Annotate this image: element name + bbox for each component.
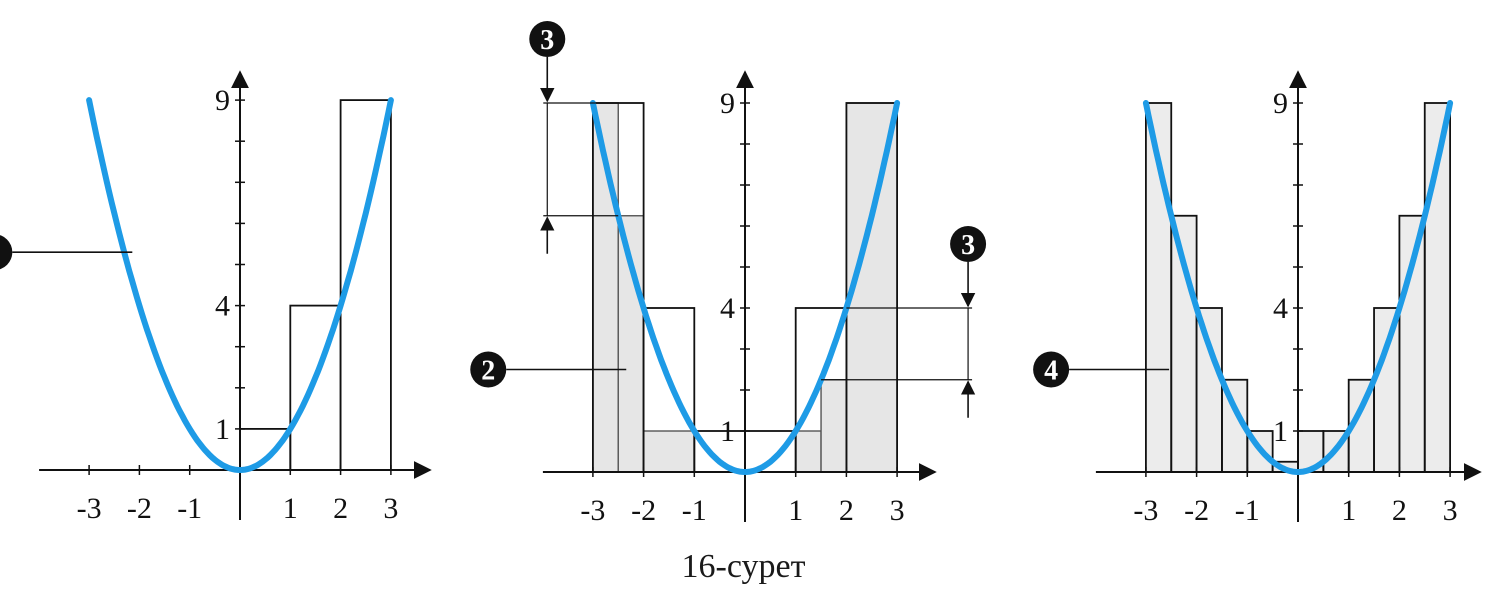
y-tick-label: 4	[720, 292, 735, 325]
marker-badge-label: 1	[0, 238, 1, 269]
y-tick-label: 9	[215, 84, 230, 117]
x-tick-label: -1	[682, 494, 707, 527]
marker-badge	[0, 235, 13, 270]
marker-badge	[470, 351, 507, 388]
marker-badge-label: 4	[1044, 356, 1058, 387]
parabola-curve	[86, 97, 394, 474]
x-tick-label: -3	[580, 494, 605, 527]
x-tick-label: 2	[333, 492, 348, 525]
approximation-rectangle	[239, 427, 292, 471]
figure-caption: 16-сурет	[681, 548, 806, 585]
x-tick-label: -1	[177, 492, 202, 525]
x-tick-label: -2	[127, 492, 152, 525]
y-tick-label: 1	[1273, 415, 1288, 448]
x-tick-label: 3	[890, 494, 905, 527]
shaded-rectangle	[795, 430, 822, 473]
marker-badge	[529, 21, 566, 57]
marker-badge	[950, 226, 987, 262]
x-tick-label: 2	[839, 494, 854, 527]
marker-badge-label: 3	[540, 25, 554, 56]
x-tick-label: 1	[788, 494, 803, 527]
x-tick-label: -3	[77, 492, 102, 525]
x-tick-label: -2	[1184, 494, 1209, 527]
marker-badge	[1033, 351, 1070, 388]
y-tick-label: 9	[1273, 87, 1288, 120]
x-tick-label: 1	[283, 492, 298, 525]
y-tick-label: 4	[215, 290, 230, 323]
marker-badge-label: 2	[481, 356, 495, 387]
shaded-rectangle	[642, 430, 695, 473]
panel-2-graph: -3 -2 -1 1 2 3 1 4 9 2 3 3	[470, 21, 987, 527]
y-tick-label: 1	[215, 413, 230, 446]
rectangle-fill	[1374, 308, 1400, 472]
panel-1-graph: -3 -2 -1 1 2 3 1 4 9 1	[0, 70, 432, 525]
x-tick-label: 3	[1443, 494, 1458, 527]
y-tick-label: 1	[720, 415, 735, 448]
shaded-rectangle	[820, 379, 848, 473]
x-tick-label: 1	[1341, 494, 1356, 527]
y-tick-label: 9	[720, 87, 735, 120]
x-tick-label: -1	[1235, 494, 1260, 527]
parabola-curve	[1142, 100, 1454, 476]
rectangle-fill	[1196, 308, 1222, 472]
x-tick-label: 3	[383, 492, 398, 525]
x-tick-label: 2	[1392, 494, 1407, 527]
marker-badge-label: 3	[961, 230, 975, 261]
x-tick-label: -2	[631, 494, 656, 527]
x-tick-label: -3	[1133, 494, 1158, 527]
y-tick-label: 4	[1273, 292, 1288, 325]
